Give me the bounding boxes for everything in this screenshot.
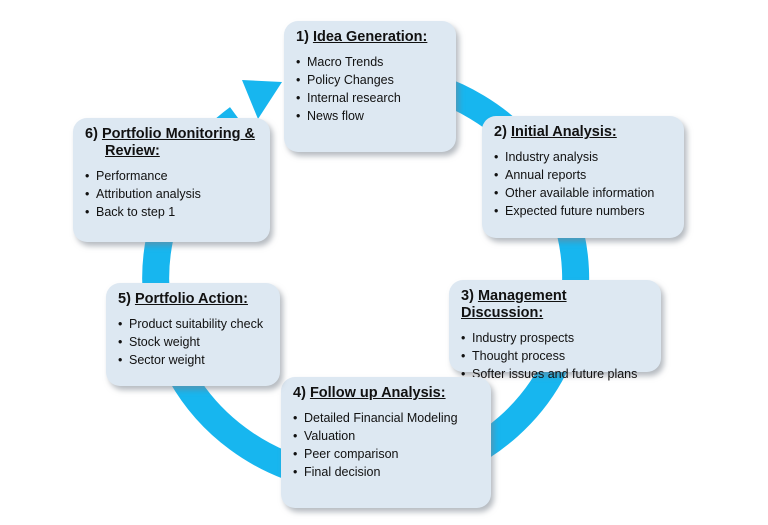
step-2-title: 2) Initial Analysis: bbox=[494, 124, 617, 140]
step-1-list: Macro Trends Policy Changes Internal res… bbox=[296, 53, 444, 125]
step-4-list: Detailed Financial Modeling Valuation Pe… bbox=[293, 409, 479, 481]
step-1-title-label: Idea Generation: bbox=[312, 29, 428, 45]
step-5-list: Product suitability check Stock weight S… bbox=[118, 315, 268, 369]
list-item: Policy Changes bbox=[296, 71, 444, 89]
list-item: Softer issues and future plans bbox=[461, 365, 649, 383]
list-item: Product suitability check bbox=[118, 315, 268, 333]
step-4-title-label: Follow up Analysis: bbox=[309, 385, 446, 401]
list-item: Thought process bbox=[461, 347, 649, 365]
step-3-box: 3) Management Discussion: Industry prosp… bbox=[449, 280, 661, 383]
step-2-title-label: Initial Analysis: bbox=[510, 124, 617, 140]
step-6-box: 6) Portfolio Monitoring & Review: Perfor… bbox=[73, 118, 270, 242]
step-6-title-label-2: Review: bbox=[105, 143, 160, 159]
list-item: Back to step 1 bbox=[85, 203, 258, 221]
list-item: Valuation bbox=[293, 427, 479, 445]
step-3-title: 3) Management Discussion: bbox=[461, 288, 567, 321]
step-6-title-label: Portfolio Monitoring & bbox=[101, 126, 255, 142]
step-1-box: 1) Idea Generation: Macro Trends Policy … bbox=[284, 21, 456, 152]
list-item: News flow bbox=[296, 107, 444, 125]
list-item: Stock weight bbox=[118, 333, 268, 351]
step-5-title: 5) Portfolio Action: bbox=[118, 291, 248, 307]
list-item: Other available information bbox=[494, 184, 672, 202]
cycle-arrow-head bbox=[242, 80, 282, 119]
list-item: Performance bbox=[85, 167, 258, 185]
step-2-box: 2) Initial Analysis: Industry analysis A… bbox=[482, 116, 684, 238]
step-4-title: 4) Follow up Analysis: bbox=[293, 385, 446, 401]
list-item: Industry analysis bbox=[494, 148, 672, 166]
list-item: Sector weight bbox=[118, 351, 268, 369]
step-2-list: Industry analysis Annual reports Other a… bbox=[494, 148, 672, 220]
list-item: Industry prospects bbox=[461, 329, 649, 347]
list-item: Attribution analysis bbox=[85, 185, 258, 203]
list-item: Internal research bbox=[296, 89, 444, 107]
step-1-title: 1) Idea Generation: bbox=[296, 29, 428, 45]
list-item: Detailed Financial Modeling bbox=[293, 409, 479, 427]
step-4-box: 4) Follow up Analysis: Detailed Financia… bbox=[281, 377, 491, 508]
step-3-title-label: Management Discussion: bbox=[461, 288, 567, 321]
step-5-title-label: Portfolio Action: bbox=[134, 291, 248, 307]
step-3-list: Industry prospects Thought process Softe… bbox=[461, 329, 649, 383]
list-item: Expected future numbers bbox=[494, 202, 672, 220]
step-6-list: Performance Attribution analysis Back to… bbox=[85, 167, 258, 221]
step-5-box: 5) Portfolio Action: Product suitability… bbox=[106, 283, 280, 386]
list-item: Final decision bbox=[293, 463, 479, 481]
list-item: Peer comparison bbox=[293, 445, 479, 463]
list-item: Annual reports bbox=[494, 166, 672, 184]
step-6-title: 6) Portfolio Monitoring & Review: bbox=[85, 126, 258, 160]
list-item: Macro Trends bbox=[296, 53, 444, 71]
